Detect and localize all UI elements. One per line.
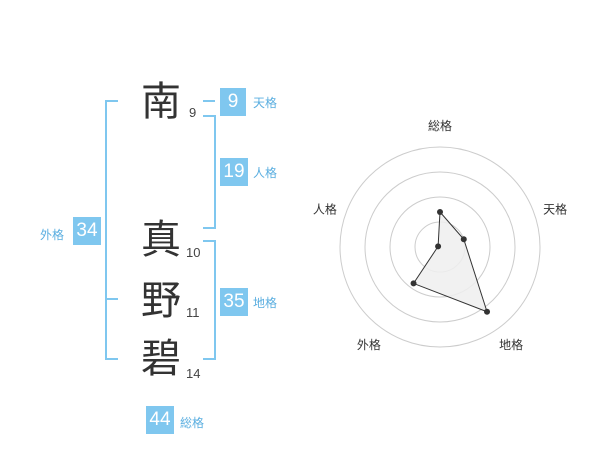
chikaku-value-badge: 35	[220, 288, 248, 316]
given-stroke-count-1: 10	[186, 245, 201, 260]
jinkaku-label: 人格	[253, 166, 278, 180]
radar-axis-label-3: 地格	[499, 337, 523, 352]
radar-ring-4	[339, 146, 541, 348]
radar-ring-2	[389, 196, 491, 298]
radar-point-4	[410, 280, 417, 287]
chikaku-bracket	[203, 240, 216, 360]
radar-point-2	[460, 236, 467, 243]
radar-data-polygon	[412, 210, 488, 313]
radar-point-1	[437, 209, 443, 215]
gaikaku-bracket	[105, 100, 118, 360]
given-char-1: 真	[141, 217, 181, 263]
tenkaku-label: 天格	[253, 96, 278, 110]
gaikaku-label: 外格	[40, 228, 65, 242]
jinkaku-value-badge: 19	[220, 158, 248, 186]
radar-axis-label-2: 天格	[543, 202, 567, 217]
soukaku-value-badge: 44	[146, 406, 174, 434]
given-stroke-count-2: 11	[186, 305, 200, 320]
given-stroke-count-3: 14	[186, 366, 201, 381]
jinkaku-bracket	[203, 115, 216, 229]
surname-stroke-count: 9	[189, 105, 197, 120]
radar-ring-3	[364, 171, 516, 323]
soukaku-label: 総格	[180, 416, 205, 430]
surname-char: 南	[141, 79, 181, 125]
given-char-3: 碧	[141, 336, 181, 382]
tenkaku-value-badge: 9	[220, 88, 246, 116]
gaikaku-value-badge: 34	[73, 217, 101, 245]
radar-axis-label-5: 人格	[313, 202, 337, 217]
radar-point-5	[435, 243, 442, 250]
radar-axis-label-1: 総格	[428, 118, 452, 133]
radar-axis-label-4: 外格	[357, 337, 381, 352]
given-char-2: 野	[141, 278, 181, 324]
radar-point-3	[484, 308, 491, 315]
chikaku-label: 地格	[253, 296, 278, 310]
